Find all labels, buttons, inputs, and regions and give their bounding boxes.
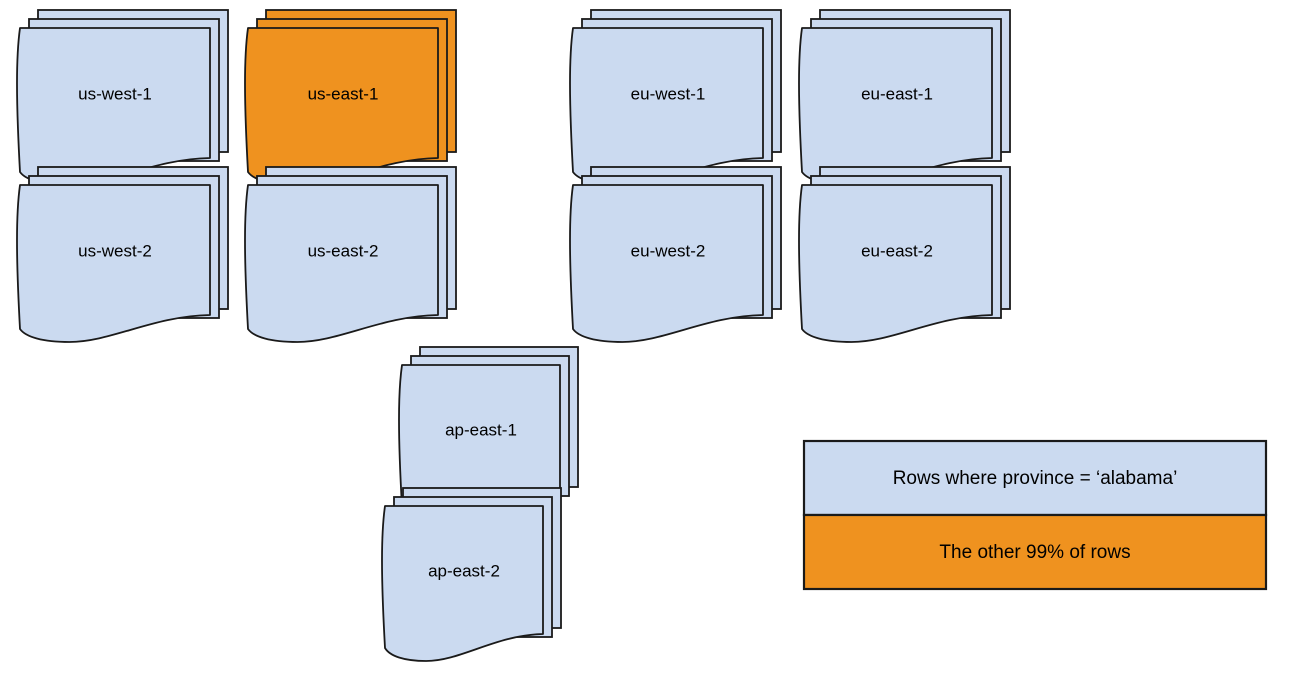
legend: Rows where province = ‘alabama’ The other… bbox=[802, 439, 1268, 591]
region-stack-us-west-2[interactable]: us-west-2 bbox=[16, 166, 229, 343]
region-sheet-front-ap-east-2[interactable] bbox=[381, 505, 544, 662]
legend-swatch-rows-alabama bbox=[802, 439, 1268, 517]
region-stack-us-east-2[interactable]: us-east-2 bbox=[244, 166, 457, 343]
legend-label-rows-alabama: Rows where province = ‘alabama’ bbox=[893, 468, 1178, 489]
region-label-eu-west-1: eu-west-1 bbox=[631, 84, 706, 103]
region-stack-eu-east-2[interactable]: eu-east-2 bbox=[798, 166, 1011, 343]
region-sheet-front-us-west-2[interactable] bbox=[16, 184, 211, 343]
region-sheet-front-eu-east-2[interactable] bbox=[798, 184, 993, 343]
region-label-ap-east-1: ap-east-1 bbox=[445, 420, 517, 439]
region-stack-ap-east-2[interactable]: ap-east-2 bbox=[381, 487, 562, 662]
legend-swatch-other-99 bbox=[802, 513, 1268, 591]
region-label-eu-west-2: eu-west-2 bbox=[631, 241, 706, 260]
region-stack-us-west-1[interactable]: us-west-1 bbox=[16, 9, 229, 186]
legend-row-rows-alabama: Rows where province = ‘alabama’ bbox=[802, 439, 1268, 517]
region-label-eu-east-2: eu-east-2 bbox=[861, 241, 933, 260]
region-sheet-front-us-west-1[interactable] bbox=[16, 27, 211, 186]
region-label-us-west-2: us-west-2 bbox=[78, 241, 152, 260]
region-sheet-front-eu-west-2[interactable] bbox=[569, 184, 764, 343]
region-label-ap-east-2: ap-east-2 bbox=[428, 561, 500, 580]
region-stack-eu-west-2[interactable]: eu-west-2 bbox=[569, 166, 782, 343]
region-sheet-front-eu-east-1[interactable] bbox=[798, 27, 993, 186]
region-sheet-front-eu-west-1[interactable] bbox=[569, 27, 764, 186]
region-label-us-east-2: us-east-2 bbox=[308, 241, 379, 260]
legend-label-other-99: The other 99% of rows bbox=[939, 542, 1130, 563]
region-sheet-front-us-east-2[interactable] bbox=[244, 184, 439, 343]
region-label-us-west-1: us-west-1 bbox=[78, 84, 152, 103]
region-stack-eu-east-1[interactable]: eu-east-1 bbox=[798, 9, 1011, 186]
region-sheet-front-us-east-1[interactable] bbox=[244, 27, 439, 186]
region-label-us-east-1: us-east-1 bbox=[308, 84, 379, 103]
region-stack-eu-west-1[interactable]: eu-west-1 bbox=[569, 9, 782, 186]
region-document-stacks: us-west-1 us-east-1 eu-west-1 eu-east-1 us-w… bbox=[16, 9, 1011, 662]
legend-row-other-99: The other 99% of rows bbox=[802, 513, 1268, 591]
region-label-eu-east-1: eu-east-1 bbox=[861, 84, 933, 103]
region-stack-ap-east-1[interactable]: ap-east-1 bbox=[398, 346, 579, 521]
region-stack-us-east-1[interactable]: us-east-1 bbox=[244, 9, 457, 186]
